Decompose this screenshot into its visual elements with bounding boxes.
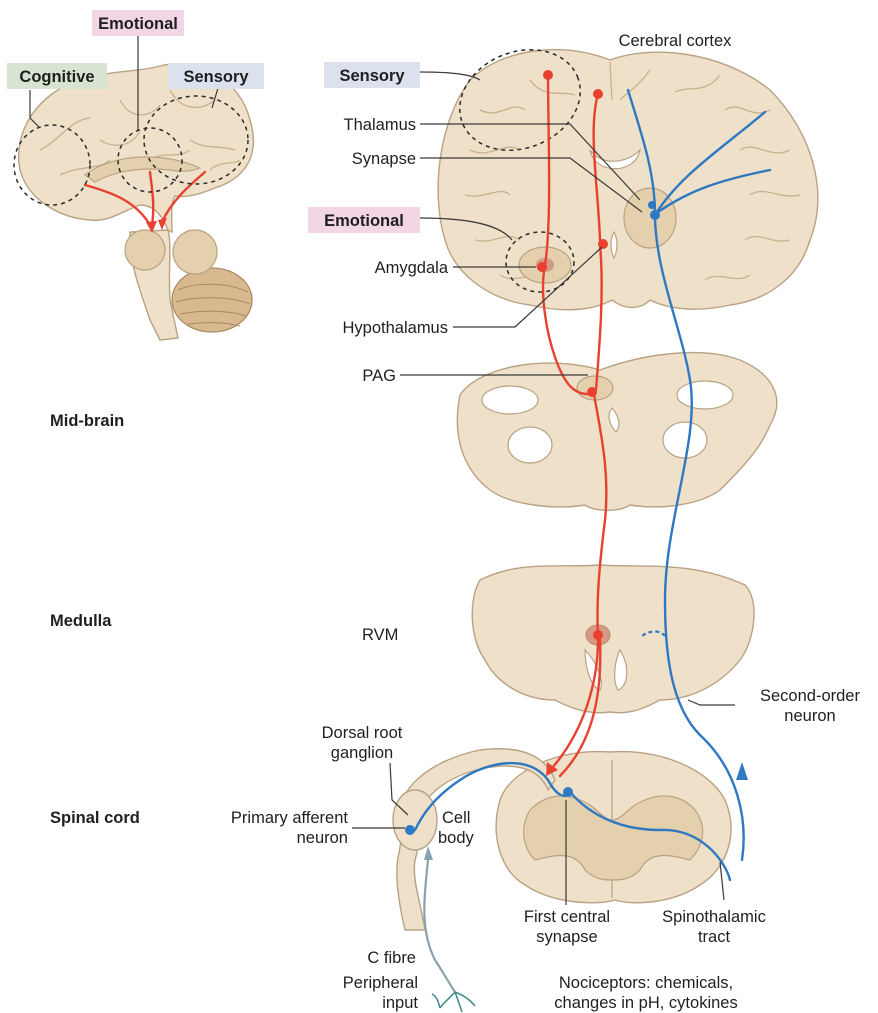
medulla-section xyxy=(472,565,754,713)
label-cerebral-cortex: Cerebral cortex xyxy=(619,32,733,50)
label-dorsal-root-1: Dorsal root xyxy=(322,724,403,742)
label-hypothalamus: Hypothalamus xyxy=(343,319,448,337)
label-sensory-left: Sensory xyxy=(183,68,249,86)
label-pag: PAG xyxy=(362,367,396,385)
label-mid-brain: Mid-brain xyxy=(50,412,124,430)
label-cell-body-1: Cell xyxy=(442,809,470,827)
label-amygdala: Amygdala xyxy=(375,259,449,277)
label-spinothalamic-2: tract xyxy=(698,928,731,946)
label-sensory-right: Sensory xyxy=(339,67,405,85)
c-fibre xyxy=(424,846,475,1012)
label-nociceptors-2: changes in pH, cytokines xyxy=(554,994,737,1012)
label-emotional-right: Emotional xyxy=(324,212,404,230)
label-second-order-2: neuron xyxy=(784,707,835,725)
label-thalamus: Thalamus xyxy=(344,116,416,134)
label-second-order-1: Second-order xyxy=(760,687,860,705)
label-nociceptors-1: Nociceptors: chemicals, xyxy=(559,974,733,992)
label-first-central-2: synapse xyxy=(536,928,597,946)
label-primary-afferent-2: neuron xyxy=(297,829,348,847)
label-emotional-top: Emotional xyxy=(98,15,178,33)
label-medulla: Medulla xyxy=(50,612,112,630)
label-cell-body-2: body xyxy=(438,829,475,847)
sagittal-brain xyxy=(14,64,253,340)
label-c-fibre: C fibre xyxy=(367,949,416,967)
label-primary-afferent-1: Primary afferent xyxy=(231,809,348,827)
label-spinothalamic-1: Spinothalamic xyxy=(662,908,766,926)
label-peripheral-1: Peripheral xyxy=(343,974,418,992)
label-cognitive: Cognitive xyxy=(19,68,94,86)
label-rvm: RVM xyxy=(362,626,398,644)
label-first-central-1: First central xyxy=(524,908,610,926)
label-peripheral-2: input xyxy=(382,994,418,1012)
spinal-cord-section xyxy=(496,752,731,903)
label-synapse: Synapse xyxy=(352,150,416,168)
label-dorsal-root-2: ganglion xyxy=(331,744,393,762)
midbrain-section xyxy=(457,353,776,511)
label-spinal-cord: Spinal cord xyxy=(50,809,140,827)
